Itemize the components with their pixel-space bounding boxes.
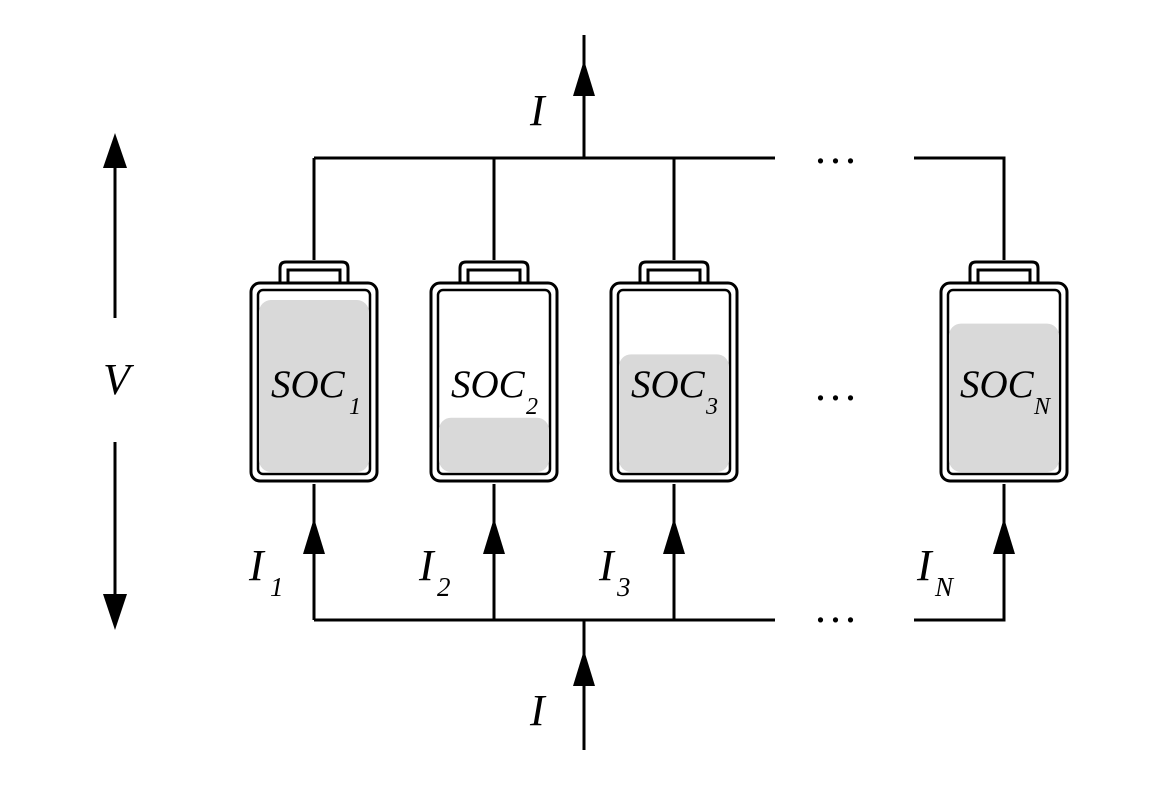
svg-text:I: I — [418, 541, 436, 590]
cell-2-battery-terminal-inner — [466, 268, 522, 283]
middle-ellipsis: ... — [815, 361, 860, 410]
output-current-label: I — [529, 86, 547, 135]
input-current-arrow — [573, 650, 595, 686]
cell-2-battery-inner-outline — [436, 288, 552, 476]
svg-text:SOC: SOC — [271, 363, 346, 406]
cell-2-charge-level — [439, 417, 549, 472]
svg-text:3: 3 — [705, 394, 718, 420]
cell-1-battery-inner-outline — [256, 288, 372, 476]
voltage-label: V — [103, 355, 135, 404]
svg-text:I: I — [916, 541, 934, 590]
cell-n-battery-terminal-inner — [976, 268, 1032, 283]
cell-n-soc-label: SOC N — [960, 363, 1052, 420]
cell-n-current-label: I N — [916, 541, 955, 602]
voltage-arrow-up-head — [103, 133, 127, 168]
cell-3-battery-terminal-inner — [646, 268, 702, 283]
top-bus-right-line — [914, 156, 1006, 260]
svg-text:I: I — [598, 541, 616, 590]
cell-1-battery-terminal-inner — [286, 268, 342, 283]
cell-n-current-arrow — [993, 518, 1015, 554]
svg-text:1: 1 — [270, 572, 284, 602]
svg-text:SOC: SOC — [631, 363, 706, 406]
top-ellipsis: ... — [815, 124, 860, 173]
cell-1-charge-level — [259, 300, 369, 472]
cell-1-current-label: I 1 — [248, 541, 284, 602]
cell-2-current-arrow — [483, 518, 505, 554]
voltage-arrow-down-head — [103, 594, 127, 630]
cell-3-soc-label: SOC 3 — [631, 363, 718, 420]
cell-3-battery-inner-outline — [616, 288, 732, 476]
output-current-arrow — [573, 60, 595, 96]
svg-text:SOC: SOC — [451, 363, 526, 406]
cell-n-battery-terminal — [968, 260, 1040, 283]
cell-1-battery-terminal — [278, 260, 350, 283]
input-current-label: I — [529, 686, 547, 735]
bottom-ellipsis: ... — [815, 583, 860, 632]
cell-n-charge-level — [949, 323, 1059, 472]
svg-text:SOC: SOC — [960, 363, 1035, 406]
cell-n-battery-inner-outline — [946, 288, 1062, 476]
svg-text:2: 2 — [526, 394, 538, 420]
cell-2-current-label: I 2 — [418, 541, 451, 602]
cell-3-current-arrow — [663, 518, 685, 554]
cell-1-soc-label: SOC 1 — [271, 363, 361, 420]
svg-text:N: N — [1033, 394, 1052, 420]
svg-text:3: 3 — [616, 572, 631, 602]
cell-3-battery-terminal — [638, 260, 710, 283]
cell-3-charge-level — [619, 354, 729, 472]
cell-2-battery-terminal — [458, 260, 530, 283]
cell-2-soc-label: SOC 2 — [451, 363, 538, 420]
svg-text:1: 1 — [349, 394, 361, 420]
cell-1-current-arrow — [303, 518, 325, 554]
cell-3-current-label: I 3 — [598, 541, 631, 602]
svg-text:I: I — [248, 541, 266, 590]
svg-text:N: N — [934, 572, 955, 602]
svg-text:2: 2 — [437, 572, 451, 602]
